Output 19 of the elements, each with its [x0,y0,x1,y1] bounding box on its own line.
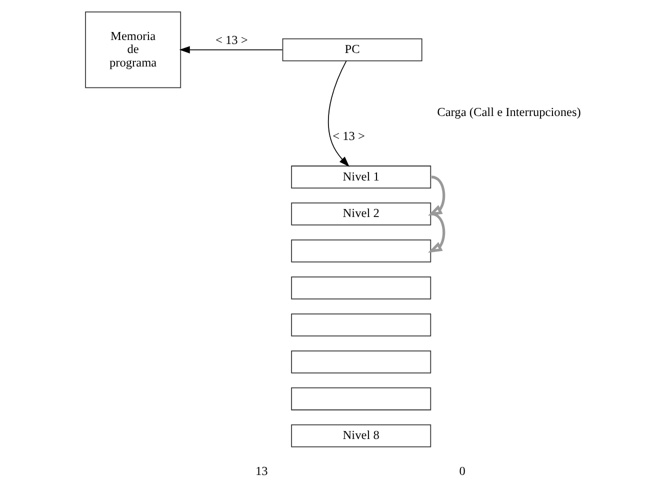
label: Carga (Call e Interrupciones) [436,104,580,119]
edge-label: < 13 > [332,128,364,143]
node-box: Memoria de programa [84,12,181,88]
edge-label: < 13 > [214,32,248,47]
node-box [290,240,431,262]
node-box [290,387,431,410]
arrow [327,60,349,167]
node-box [290,350,431,374]
arrow [427,176,445,216]
arrow [178,46,282,54]
node-box [290,313,431,336]
node-box: PC [282,38,422,62]
arrow [427,212,445,253]
node-box: Nivel 8 [290,424,431,448]
label: 0 [458,464,465,478]
label: 13 [254,464,268,478]
node-box [290,276,431,300]
node-box: Nivel 2 [290,202,431,226]
node-box: Nivel 1 [290,166,431,188]
